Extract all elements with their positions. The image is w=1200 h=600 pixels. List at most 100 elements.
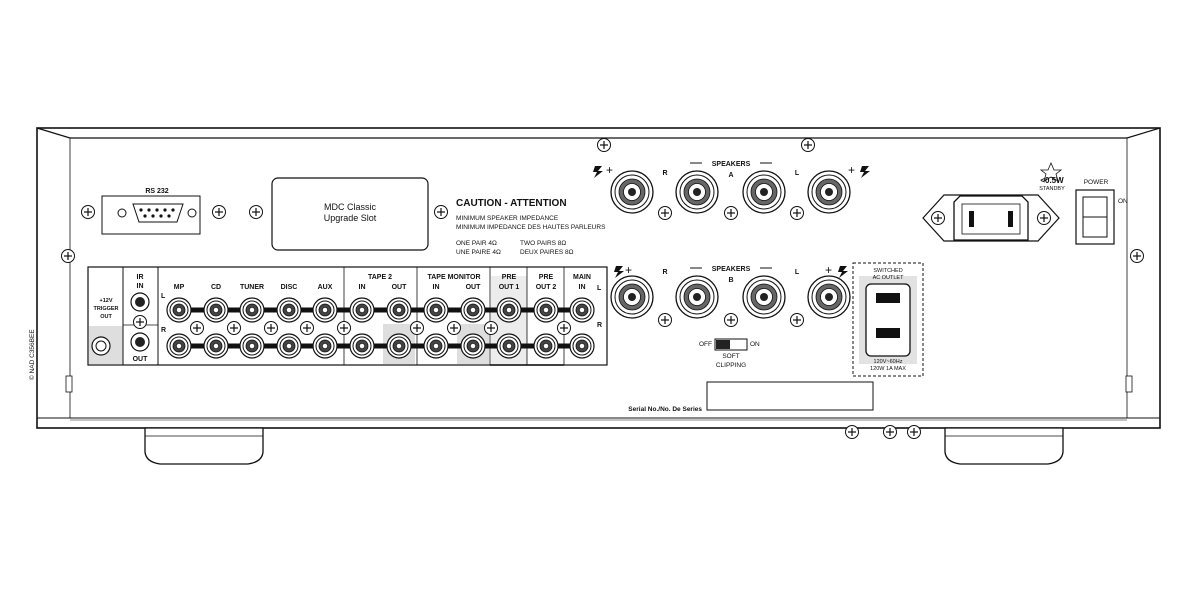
ir-in-jack[interactable]: [130, 292, 150, 312]
ir-out-label: OUT: [133, 356, 149, 363]
feet: [144, 424, 1064, 465]
trigger-line2: TRIGGER: [93, 306, 118, 312]
caution-one-pair: ONE PAIR 4Ω: [456, 240, 497, 247]
speakers-b-plus-right: +: [825, 263, 832, 277]
switched-ac-outlet: SWITCHED AC OUTLET 120V~60Hz 120W 1A MAX: [852, 262, 924, 377]
soft-clipping-line1: SOFT: [722, 353, 739, 360]
rs232-label: RS 232: [145, 188, 168, 195]
warning-bolt-icon: [860, 166, 870, 178]
jack-main-in-l[interactable]: [569, 297, 595, 323]
jack-tape-monitor-in-r[interactable]: [423, 333, 449, 359]
jack-pre-out1-r[interactable]: [496, 333, 522, 359]
caution-deux-paires: DEUX PAIRES 8Ω: [520, 249, 574, 256]
tape-monitor-label: TAPE MONITOR: [427, 274, 480, 281]
pre-out2-title: PRE: [539, 274, 554, 281]
power-switch[interactable]: POWER ON: [1075, 179, 1128, 245]
jack-tape-monitor-out-l[interactable]: [460, 297, 486, 323]
channel-r-label: R: [161, 327, 166, 334]
mdc-line1: MDC Classic: [324, 202, 377, 212]
audio-io-panel: +12V TRIGGER OUT IR IN OUT L R L R MP CD…: [87, 266, 608, 366]
soft-clipping-on: ON: [750, 341, 760, 348]
warning-bolt-icon: [614, 266, 624, 278]
speakers-a-group: SPEAKERS A R L + +: [593, 161, 870, 214]
outlet-line2: AC OUTLET: [873, 275, 905, 281]
jack-tape-monitor-out-r[interactable]: [460, 333, 486, 359]
speaker-post-a-r-plus[interactable]: [610, 170, 654, 214]
trigger-line1: +12V: [100, 298, 113, 304]
trigger-out-jack[interactable]: [91, 336, 111, 356]
standby-badge: <0.5W STANDBY: [1039, 161, 1065, 192]
jack-cd-l[interactable]: [203, 297, 229, 323]
soft-clipping-switch[interactable]: OFF ON SOFT CLIPPING: [699, 338, 760, 369]
input-disc-label: DISC: [281, 284, 298, 291]
main-in-label: IN: [579, 284, 586, 291]
speakers-a-plus-left: +: [606, 163, 613, 177]
speaker-post-b-l-plus[interactable]: [807, 275, 851, 319]
outlet-line4: 120W 1A MAX: [870, 366, 906, 372]
mdc-line2: Upgrade Slot: [324, 213, 377, 223]
jack-aux-r[interactable]: [312, 333, 338, 359]
outlet-line1: SWITCHED: [873, 268, 902, 274]
caution-two-pairs: TWO PAIRS 8Ω: [520, 240, 566, 247]
jack-tape2-out-r[interactable]: [386, 333, 412, 359]
caution-line1: MINIMUM SPEAKER IMPEDANCE: [456, 215, 559, 222]
pre-out1-title: PRE: [502, 274, 517, 281]
jack-disc-l[interactable]: [276, 297, 302, 323]
side-code: © NAD C356BEE: [28, 329, 36, 380]
jack-disc-r[interactable]: [276, 333, 302, 359]
ir-label1: IR: [137, 274, 144, 281]
main-r-label: R: [597, 322, 602, 329]
jack-main-in-r[interactable]: [569, 333, 595, 359]
ir-out-jack[interactable]: [130, 332, 150, 352]
serial-number-plate: Serial No./No. De Series: [628, 381, 874, 413]
tape2-in-label: IN: [359, 284, 366, 291]
caution-label: CAUTION - ATTENTION MINIMUM SPEAKER IMPE…: [456, 198, 606, 256]
speaker-post-b-r-minus[interactable]: [675, 275, 719, 319]
speaker-post-a-l-plus[interactable]: [807, 170, 851, 214]
speakers-a-label: SPEAKERS: [712, 161, 751, 168]
ir-label2: IN: [137, 283, 144, 290]
warning-bolt-icon: [593, 166, 603, 178]
caution-une-paire: UNE PAIRE 4Ω: [456, 249, 501, 256]
jack-tape2-in-l[interactable]: [349, 297, 375, 323]
speakers-b-l: L: [795, 269, 800, 276]
soft-clipping-line2: CLIPPING: [716, 362, 746, 369]
speaker-post-b-r-plus[interactable]: [610, 275, 654, 319]
standby-value: <0.5W: [1040, 176, 1064, 185]
power-on-label: ON: [1118, 198, 1128, 205]
rs232-port[interactable]: RS 232: [101, 188, 201, 235]
jack-pre-out2-r[interactable]: [533, 333, 559, 359]
speakers-b-r: R: [662, 269, 667, 276]
speaker-post-a-r-minus[interactable]: [675, 170, 719, 214]
jack-pre-out1-l[interactable]: [496, 297, 522, 323]
main-in-title: MAIN: [573, 274, 591, 281]
speakers-a-r: R: [662, 170, 667, 177]
speaker-post-a-l-minus[interactable]: [742, 170, 786, 214]
jack-mp-l[interactable]: [166, 297, 192, 323]
jack-mp-r[interactable]: [166, 333, 192, 359]
jack-cd-r[interactable]: [203, 333, 229, 359]
jack-tape2-out-l[interactable]: [386, 297, 412, 323]
mdc-upgrade-slot: MDC Classic Upgrade Slot: [271, 177, 429, 251]
tape-monitor-in-label: IN: [433, 284, 440, 291]
jack-tape2-in-r[interactable]: [349, 333, 375, 359]
serial-label: Serial No./No. De Series: [628, 406, 702, 413]
ac-power-inlet[interactable]: [922, 194, 1060, 242]
speakers-b-label: SPEAKERS: [712, 266, 751, 273]
star-icon: [1039, 161, 1063, 182]
speakers-b-group: SPEAKERS B R L + +: [610, 263, 851, 319]
speakers-b-plus-left: +: [625, 263, 632, 277]
trigger-line3: OUT: [100, 314, 112, 320]
jack-aux-l[interactable]: [312, 297, 338, 323]
standby-label: STANDBY: [1039, 186, 1065, 192]
jack-tuner-r[interactable]: [239, 333, 265, 359]
speaker-post-b-l-minus[interactable]: [742, 275, 786, 319]
jack-tuner-l[interactable]: [239, 297, 265, 323]
tape-monitor-out-label: OUT: [466, 284, 482, 291]
outlet-line3: 120V~60Hz: [874, 359, 903, 365]
channel-l-label: L: [161, 293, 166, 300]
jack-tape-monitor-in-l[interactable]: [423, 297, 449, 323]
input-cd-label: CD: [211, 284, 221, 291]
jack-pre-out2-l[interactable]: [533, 297, 559, 323]
tape2-out-label: OUT: [392, 284, 408, 291]
